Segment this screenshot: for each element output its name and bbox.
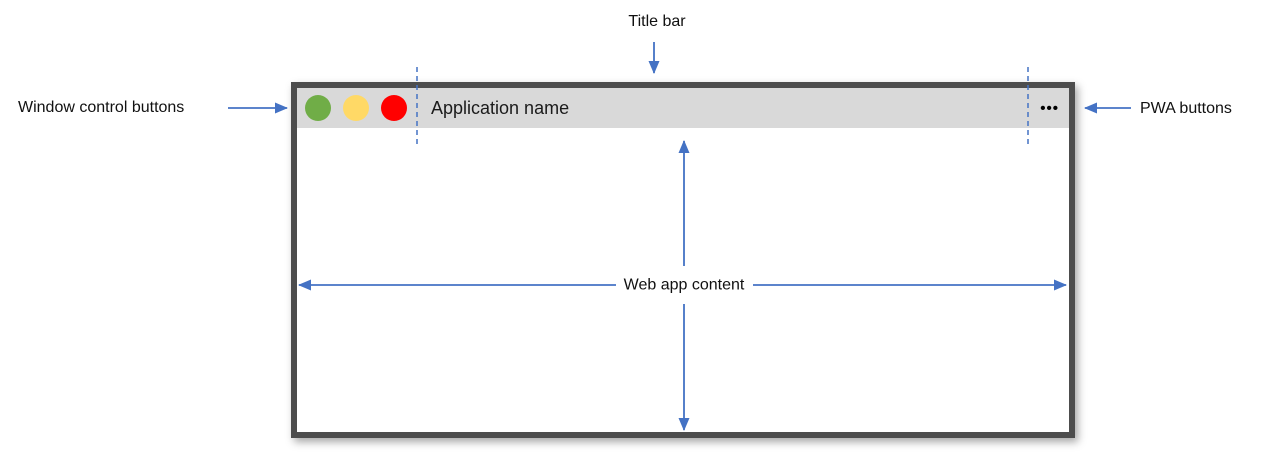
window-control-red-icon[interactable] (381, 95, 407, 121)
window-controls-annotation-label: Window control buttons (18, 99, 185, 116)
pwa-app-window: Application name ••• (291, 82, 1075, 438)
window-control-yellow-icon[interactable] (343, 95, 369, 121)
application-name-text: Application name (431, 97, 570, 118)
more-options-icon[interactable]: ••• (1040, 99, 1059, 117)
window-title-bar[interactable]: Application name ••• (297, 88, 1069, 128)
window-control-green-icon[interactable] (305, 95, 331, 121)
title-bar-annotation-label: Title bar (628, 13, 686, 30)
web-app-content-annotation-label: Web app content (617, 275, 751, 295)
pwa-buttons-annotation-label: PWA buttons (1140, 100, 1232, 117)
